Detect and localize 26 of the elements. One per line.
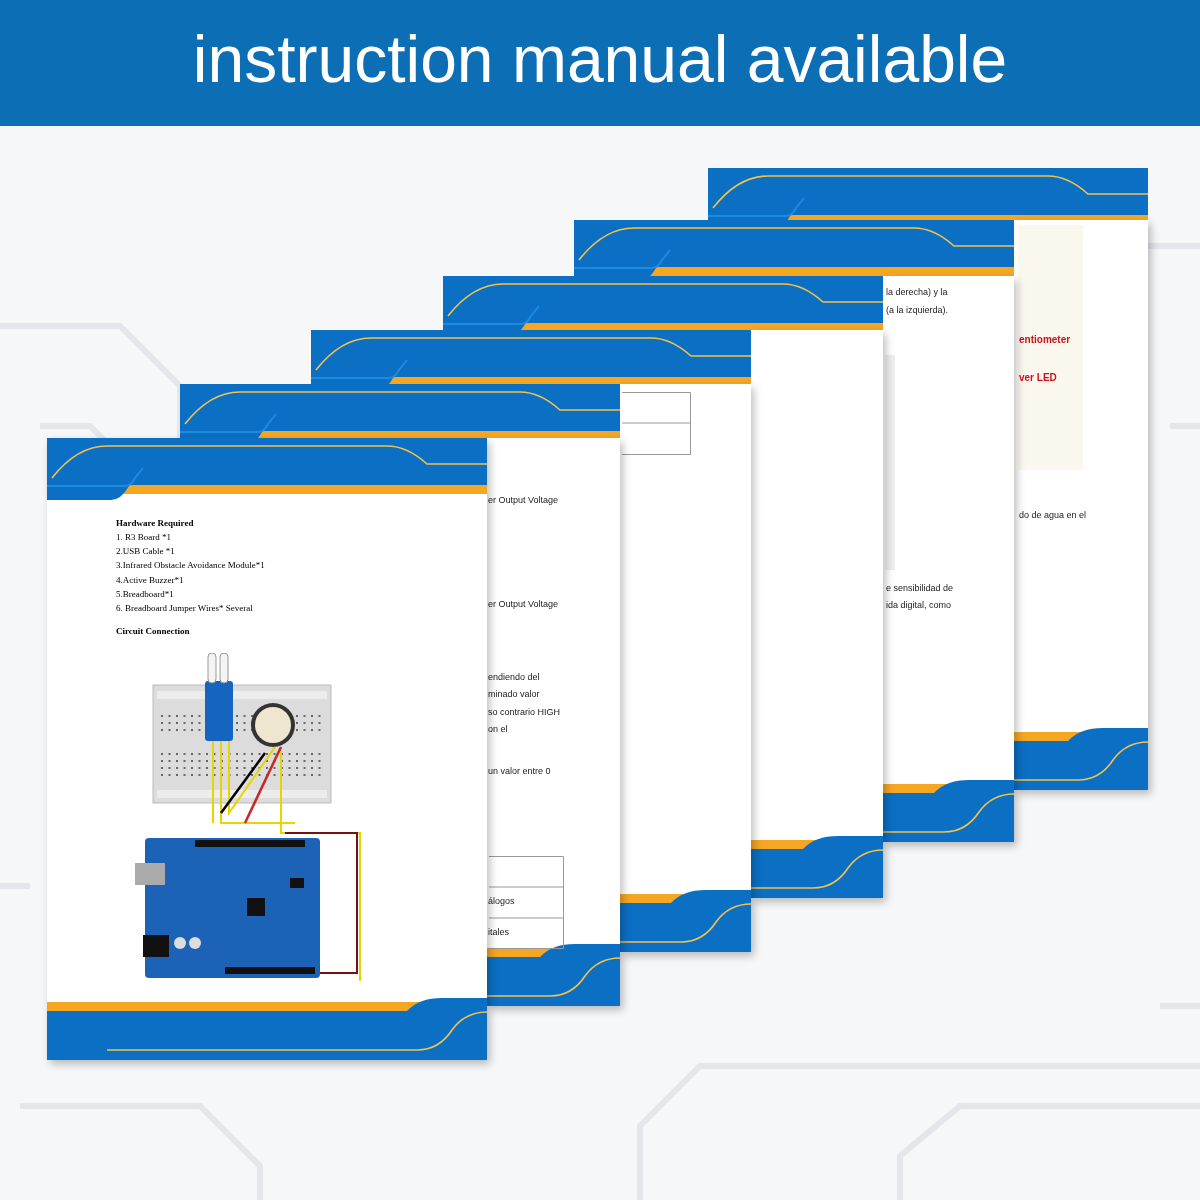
page-text: 5.Breadboard*1 [116, 589, 174, 601]
page-text: Hardware Required [116, 518, 194, 530]
page-text: (a la izquierda). [886, 305, 949, 317]
page-text: er Output Voltage [488, 599, 559, 611]
page-text: endiendo del [488, 672, 540, 684]
page-text: álogos [488, 896, 515, 908]
page-text: e sensibilidad de [886, 583, 954, 595]
page-text: itales [488, 927, 509, 939]
page-text: on el [488, 724, 508, 736]
page-text: un valor entre 0 [488, 766, 551, 778]
page-text: ver LED [1019, 372, 1057, 385]
manual-page [47, 438, 487, 1060]
page-text: 1. R3 Board *1 [116, 532, 171, 544]
page-text: minado valor [488, 689, 540, 701]
page-text: so contrario HIGH [488, 707, 561, 719]
page-text: 6. Breadboard Jumper Wires* Several [116, 603, 253, 615]
page-text: er Output Voltage [488, 495, 559, 507]
page-text: 4.Active Buzzer*1 [116, 575, 184, 587]
page-text: do de agua en el [1019, 510, 1087, 522]
page-text: 2.USB Cable *1 [116, 546, 175, 558]
page-text: Circuit Connection [116, 626, 190, 638]
page-text: entiometer [1019, 334, 1071, 347]
page-text: la derecha) y la [886, 287, 948, 299]
page-text: ida digital, como [886, 600, 952, 612]
banner-title: instruction manual available [192, 26, 1008, 98]
page-text: 3.Infrared Obstacle Avoidance Module*1 [116, 560, 265, 572]
